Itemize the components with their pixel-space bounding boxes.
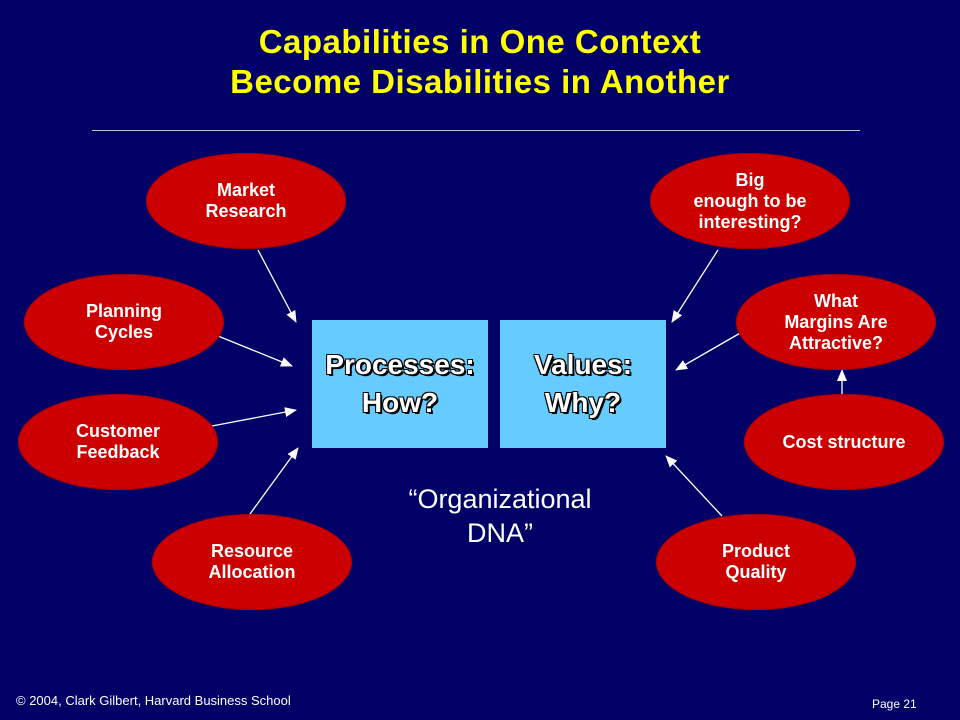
arrow-product-quality	[665, 455, 723, 517]
processes-label: Processes:	[325, 349, 475, 380]
factor-cost-structure: Cost structure	[744, 394, 944, 490]
values-question: Why?	[544, 387, 622, 418]
arrow-planning-cycles	[217, 335, 293, 367]
arrow-resource-allocation	[249, 447, 299, 515]
factor-resource-allocation: Resource Allocation	[152, 514, 352, 610]
factor-what-margins: What Margins Are Attractive?	[736, 274, 936, 370]
dna-line-2: DNA”	[467, 518, 533, 548]
title-divider	[92, 130, 860, 131]
processes-question: How?	[361, 387, 439, 418]
title-line-2: Become Disabilities in Another	[230, 63, 730, 100]
factor-market-research: Market Research	[146, 153, 346, 249]
arrow-margins	[675, 331, 743, 371]
slide-title: Capabilities in One Context Become Disab…	[0, 22, 960, 102]
values-label: Values:	[533, 349, 633, 380]
factor-customer-feedback: Customer Feedback	[18, 394, 218, 490]
processes-box: Processes: How?	[312, 320, 488, 448]
factor-big-enough: Big enough to be interesting?	[650, 153, 850, 249]
arrow-customer-feedback	[211, 407, 297, 427]
arrow-big-enough	[671, 249, 719, 323]
page-number: Page 21	[872, 697, 917, 711]
arrow-market-research	[257, 249, 297, 323]
title-line-1: Capabilities in One Context	[258, 23, 702, 60]
copyright-footer: © 2004, Clark Gilbert, Harvard Business …	[16, 693, 291, 708]
factor-product-quality: Product Quality	[656, 514, 856, 610]
factor-planning-cycles: Planning Cycles	[24, 274, 224, 370]
dna-line-1: “Organizational	[408, 484, 592, 514]
organizational-dna-label: “Organizational DNA”	[360, 482, 640, 550]
values-box: Values: Why?	[500, 320, 666, 448]
